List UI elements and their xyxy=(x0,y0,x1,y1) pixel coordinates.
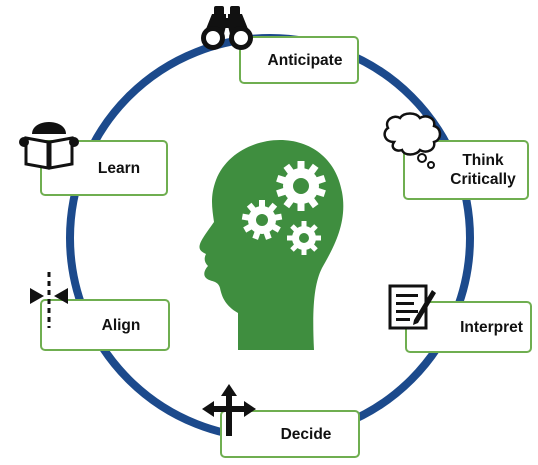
node-anticipate[interactable]: Anticipate xyxy=(239,36,359,84)
person-reading-icon xyxy=(19,122,79,170)
node-align-label: Align xyxy=(101,316,141,334)
node-anticipate-label: Anticipate xyxy=(267,51,343,69)
node-decide-label: Decide xyxy=(280,425,332,443)
node-think-label-line-1: Think xyxy=(462,152,504,169)
crossroads-arrows-icon xyxy=(202,384,256,436)
head-with-gears-icon xyxy=(199,140,344,350)
node-think-label-line-2: Critically xyxy=(450,171,516,188)
node-decide[interactable]: Decide xyxy=(220,410,360,458)
align-arrows-icon xyxy=(30,272,68,328)
node-interpret-label: Interpret xyxy=(460,318,523,336)
node-align[interactable]: Align xyxy=(40,299,170,351)
node-learn-label: Learn xyxy=(97,159,141,177)
document-pen-icon xyxy=(388,284,436,330)
binoculars-icon xyxy=(201,6,253,50)
thought-bubble-icon xyxy=(383,112,442,169)
